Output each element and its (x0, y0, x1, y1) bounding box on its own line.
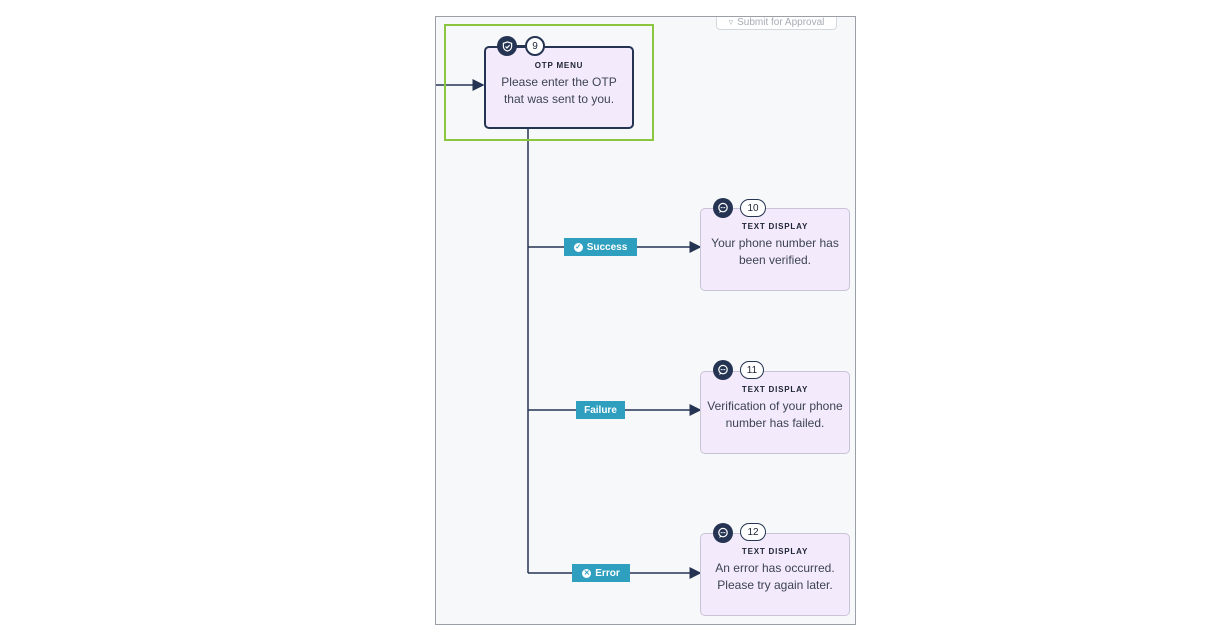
node-text: Please enter the OTP that was sent to yo… (501, 75, 617, 106)
chat-bubble-icon (713, 198, 733, 218)
submit-label: Submit for Approval (737, 16, 825, 28)
node-type-label: TEXT DISPLAY (741, 222, 809, 231)
check-circle-icon: ✓ (573, 242, 583, 252)
chat-bubble-icon (713, 360, 733, 380)
success-label: Success (586, 241, 628, 253)
node-number-badge: 10 (740, 199, 766, 217)
shield-check-icon (497, 36, 517, 56)
node-text: An error has occurred. Please try again … (715, 561, 835, 592)
otp-menu-node[interactable]: OTP MENU Please enter the OTP that was s… (484, 46, 634, 129)
node-type-label: TEXT DISPLAY (741, 547, 809, 556)
node-number-badge: 12 (740, 523, 766, 541)
flow-canvas[interactable]: ▿ Submit for Approval OTP MENU Please en… (435, 16, 856, 625)
node-text: Your phone number has been verified. (711, 236, 839, 267)
node-number-badge: 11 (740, 361, 764, 379)
selection-highlight (444, 24, 654, 141)
badge-connector (516, 45, 526, 47)
failure-label: Failure (584, 404, 617, 416)
x-circle-icon: ✕ (582, 568, 592, 578)
text-display-node-11[interactable]: TEXT DISPLAY Verification of your phone … (700, 371, 850, 454)
error-label: Error (595, 567, 620, 579)
chat-bubble-icon (713, 523, 733, 543)
failure-outcome-label[interactable]: Failure (576, 401, 625, 419)
funnel-icon: ▿ (728, 16, 734, 27)
error-outcome-label[interactable]: ✕ Error (572, 564, 630, 582)
node-text: Verification of your phone number has fa… (707, 399, 843, 430)
node-number-badge: 9 (525, 36, 545, 56)
success-outcome-label[interactable]: ✓ Success (564, 238, 637, 256)
text-display-node-12[interactable]: TEXT DISPLAY An error has occurred. Plea… (700, 533, 850, 616)
node-type-label: OTP MENU (534, 61, 584, 70)
submit-for-approval-button[interactable]: ▿ Submit for Approval (716, 16, 837, 30)
text-display-node-10[interactable]: TEXT DISPLAY Your phone number has been … (700, 208, 850, 291)
node-type-label: TEXT DISPLAY (741, 385, 809, 394)
